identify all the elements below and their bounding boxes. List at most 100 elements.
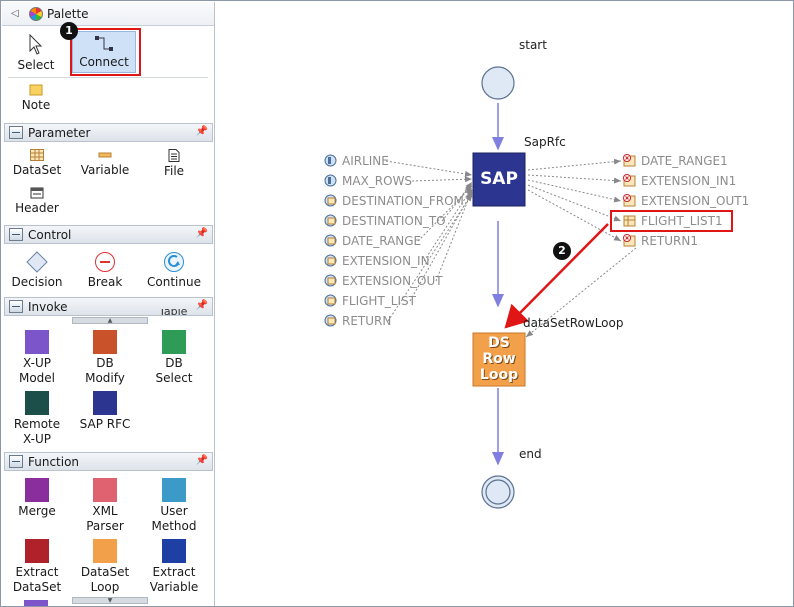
output-param[interactable]: RETURN1 xyxy=(623,234,698,248)
user-method-tool[interactable]: User Method xyxy=(145,478,203,534)
pin-icon[interactable]: 📌 xyxy=(195,300,208,311)
variable-tool-label: Variable xyxy=(80,163,130,177)
extract-dataset-tool-label: Extract DataSet xyxy=(12,565,62,594)
connection-icon xyxy=(95,36,113,51)
extract-dataset-icon xyxy=(25,539,49,563)
file-tool-label: File xyxy=(163,164,185,178)
connect-tool[interactable]: Connect xyxy=(72,31,136,73)
sap-rfc-node[interactable] xyxy=(472,152,526,207)
db-select-tool-label: DB Select xyxy=(155,356,193,385)
table-param-icon xyxy=(324,194,337,207)
palette-icon xyxy=(29,6,43,21)
folder-icon xyxy=(9,455,23,468)
collapse-arrow-icon[interactable]: ◁ xyxy=(11,8,19,19)
param-label: EXTENSION_OUT xyxy=(342,274,443,288)
user-method-icon xyxy=(162,478,186,502)
note-tool[interactable]: Note xyxy=(14,84,58,113)
db-modify-tool[interactable]: DB Modify xyxy=(78,330,132,386)
section-control[interactable]: Control 📌 xyxy=(4,225,213,244)
input-param[interactable]: DESTINATION_FROM xyxy=(324,194,464,208)
input-param[interactable]: DATE_RANGE xyxy=(324,234,421,248)
extract-variable-tool[interactable]: Extract Variable xyxy=(145,539,203,595)
folder-icon xyxy=(9,126,23,139)
merge-tool[interactable]: Merge xyxy=(10,478,64,519)
extract-dataset-tool[interactable]: Extract DataSet xyxy=(10,539,64,595)
section-function[interactable]: Function 📌 xyxy=(4,452,213,471)
input-param[interactable]: FLIGHT_LIST xyxy=(324,294,416,308)
sap-rfc-icon xyxy=(93,391,117,415)
start-node[interactable] xyxy=(481,66,515,100)
input-param[interactable]: EXTENSION_OUT xyxy=(324,274,443,288)
sap-rfc-tool[interactable]: SAP RFC xyxy=(78,391,132,432)
input-param[interactable]: RETURN xyxy=(324,314,391,328)
section-title: Parameter xyxy=(28,125,91,140)
section-parameter[interactable]: Parameter 📌 xyxy=(4,123,213,142)
merge-icon xyxy=(25,478,49,502)
param-label: FLIGHT_LIST xyxy=(342,294,416,308)
db-modify-icon xyxy=(93,330,117,354)
select-tool[interactable]: Select xyxy=(14,34,58,73)
sap-node-label: SapRfc xyxy=(524,135,566,149)
scroll-up-button[interactable]: ▲ xyxy=(72,317,148,324)
header-tool[interactable]: Header xyxy=(10,187,64,216)
input-param[interactable]: DESTINATION_TO xyxy=(324,214,446,228)
extract-variable-tool-label: Extract Variable xyxy=(149,565,199,594)
file-tool[interactable]: File xyxy=(147,149,201,179)
param-label: RETURN1 xyxy=(641,234,698,248)
section-invoke[interactable]: Invoke 📌 xyxy=(4,297,213,316)
sap-node-text: SAP xyxy=(480,169,518,189)
pin-icon[interactable]: 📌 xyxy=(195,228,208,239)
dataset-tool[interactable]: DataSet xyxy=(10,149,64,178)
output-param-flight-list1[interactable]: FLIGHT_LIST1 xyxy=(623,214,723,228)
output-param[interactable]: DATE_RANGE1 xyxy=(623,154,728,168)
break-tool[interactable]: Break xyxy=(78,251,132,290)
input-param[interactable]: AIRLINE xyxy=(324,154,389,168)
xup-model-tool[interactable]: X-UP Model xyxy=(10,330,64,386)
continue-tool[interactable]: Continue xyxy=(146,251,202,290)
select-tool-label: Select xyxy=(17,58,55,72)
callout-1: 1 xyxy=(60,22,78,40)
dataset-tool-label: DataSet xyxy=(12,163,62,177)
note-tool-label: Note xyxy=(21,98,51,112)
diamond-icon xyxy=(26,251,48,273)
remote-xup-tool[interactable]: Remote X-UP xyxy=(10,391,64,447)
dataset-row-loop-node[interactable] xyxy=(472,332,526,387)
header-icon xyxy=(30,187,44,199)
scroll-down-button[interactable]: ▼ xyxy=(72,597,148,604)
decision-tool[interactable]: Decision xyxy=(8,251,66,290)
palette-title: Palette xyxy=(47,6,89,21)
extract-variable-icon xyxy=(162,539,186,563)
param-label: DATE_RANGE xyxy=(342,234,422,248)
input-param[interactable]: MAX_ROWS xyxy=(324,174,412,188)
partial-tool-icon xyxy=(24,600,48,606)
arrow-cursor-icon xyxy=(29,34,43,55)
xml-parser-tool[interactable]: XML Parser xyxy=(78,478,132,534)
break-tool-label: Break xyxy=(87,275,123,289)
table-output-icon xyxy=(623,174,636,187)
sap-rfc-tool-label: SAP RFC xyxy=(79,417,131,431)
dataset-loop-tool[interactable]: DataSet Loop xyxy=(78,539,132,595)
diagram-canvas[interactable]: start end SapRfc dataSetRowLoop SAP DS R… xyxy=(216,2,793,606)
output-param[interactable]: EXTENSION_IN1 xyxy=(623,174,736,188)
pin-icon[interactable]: 📌 xyxy=(195,455,208,466)
note-icon xyxy=(29,84,43,96)
xml-parser-icon xyxy=(93,478,117,502)
param-label: EXTENSION_IN1 xyxy=(641,174,737,188)
input-param[interactable]: EXTENSION_IN xyxy=(324,254,430,268)
connect-highlight-box xyxy=(70,28,141,76)
output-param[interactable]: EXTENSION_OUT1 xyxy=(623,194,749,208)
table-icon xyxy=(30,149,44,161)
xml-parser-tool-label: XML Parser xyxy=(86,504,124,533)
palette-panel: ◁ Palette Select Connect 1 xyxy=(2,2,215,606)
db-select-tool[interactable]: DB Select xyxy=(145,330,203,386)
folder-icon xyxy=(9,300,23,313)
table-output-icon xyxy=(623,215,636,227)
connections-layer xyxy=(385,66,637,509)
continue-tool-label: Continue xyxy=(147,275,201,289)
table-param-icon xyxy=(324,254,337,267)
pin-icon[interactable]: 📌 xyxy=(195,126,208,137)
param-label: DESTINATION_TO xyxy=(342,214,446,228)
table-output-icon xyxy=(623,234,636,247)
variable-tool[interactable]: Variable xyxy=(78,149,132,178)
